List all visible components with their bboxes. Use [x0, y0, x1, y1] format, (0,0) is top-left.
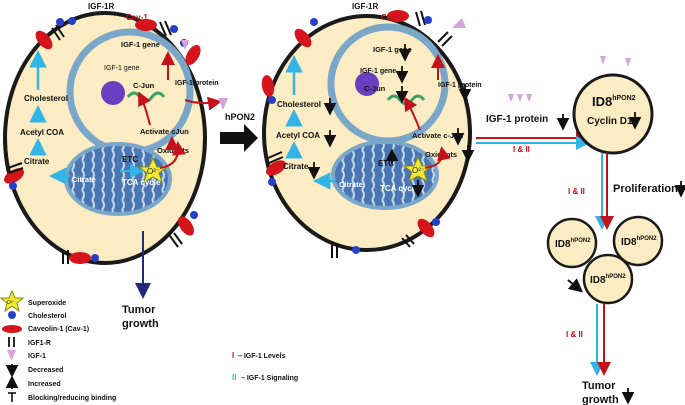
left-igf1r-label: IGF-1R: [88, 2, 114, 11]
small-cell-2: [612, 215, 664, 267]
small-id8-2: ID8hPON2: [621, 236, 657, 248]
receptor-cluster: [4, 17, 201, 264]
right-tumor-growth-1: Tumor: [582, 380, 616, 392]
igf1-ligand: [517, 94, 523, 102]
transition-label: hPON2: [225, 112, 255, 122]
middle-citrate-in: Citrate: [339, 180, 363, 189]
big-transition-arrow: [220, 124, 258, 152]
left-cell: O²⁻ IGF-1R Cav-1 IGF-1 gene IGF-1 gene C…: [3, 2, 228, 330]
middle-cholesterol: Cholesterol: [277, 100, 321, 109]
middle-igf1r-label: IGF-1R: [352, 2, 378, 11]
key-label-i: – IGF-1 Levels: [238, 353, 286, 360]
left-igf1-gene-inner: IGF-1 gene: [104, 65, 140, 72]
left-activate-cjun: Activate cJun: [140, 127, 189, 136]
key-mark-ii: II: [232, 373, 236, 382]
right-i-and-ii-top: I & II: [513, 145, 530, 154]
middle-cjun-label: C-Jun: [364, 84, 386, 93]
legend-superoxide-icon: [0, 289, 25, 313]
left-tca: TCA cycle: [122, 178, 161, 187]
receptor-cluster: [261, 10, 466, 258]
left-igf1-protein: IGF-1 protein: [175, 80, 219, 87]
proliferation: Proliferation: [613, 183, 678, 195]
left-cholesterol: Cholesterol: [24, 94, 68, 103]
left-tumor-growth-2: growth: [122, 318, 159, 330]
arrow: [424, 146, 451, 169]
mitochondrion: [331, 140, 439, 210]
key: I – IGF-1 Levels II – IGF-1 Signaling: [232, 351, 298, 382]
left-cjun-label: C-Jun: [133, 81, 155, 90]
right-i-and-ii-bottom: I & II: [566, 330, 583, 339]
middle-citrate-out: Citrate: [283, 162, 309, 171]
left-acetyl-coa: Acetyl COA: [20, 128, 64, 137]
left-igf1-gene-outer: IGF-1 gene: [121, 40, 160, 49]
arrow: [184, 96, 222, 111]
middle-etc: ETC: [378, 159, 394, 168]
left-o2: O²⁻: [147, 167, 160, 176]
small-id8-3: ID8hPON2: [590, 274, 626, 286]
right-tumor-growth-2: growth: [582, 394, 619, 405]
middle-o2: O²⁻: [412, 166, 425, 175]
id8-main: ID8hPON2: [592, 94, 636, 109]
nucleolus: [101, 81, 125, 105]
middle-tca: TCA cycle: [380, 184, 419, 193]
legend-superoxide: Superoxide: [28, 300, 66, 307]
middle-igf1-protein: IGF-1 protein: [438, 82, 482, 89]
left-oxidants: Oxidants: [157, 146, 189, 155]
middle-igf1-gene-outer: IGF-1 gene: [373, 45, 412, 54]
cyclin-d1: Cyclin D1: [587, 116, 633, 127]
decreased-arrow: [567, 278, 584, 293]
right-panel: ID8hPON2 Cyclin D1 I & II Proliferation …: [546, 56, 685, 405]
legend-igf1-icon: [7, 350, 16, 361]
igf1-ligand: [508, 94, 514, 102]
nucleolus: [355, 72, 379, 96]
signal-arrows: IGF-1 protein I & II: [476, 94, 590, 154]
arrow: [403, 96, 421, 131]
id8-main-cell: [572, 73, 654, 155]
middle-igf1-gene-inner: IGF-1 gene: [360, 68, 396, 75]
decreased-arrows: [307, 44, 475, 198]
middle-cav1-label: Cav-1: [381, 13, 403, 22]
right-i-and-ii-mid: I & II: [568, 187, 585, 196]
legend-increased: Increased: [28, 381, 61, 388]
legend-superoxide-symbol: O²⁻: [7, 300, 16, 306]
igf1-ligand: [625, 58, 631, 67]
igf1-ligand: [600, 56, 606, 65]
middle-activate-cjun: Activate c-Jun: [412, 131, 464, 140]
legend-igf1: IGF-1: [28, 353, 46, 360]
left-citrate-out: Citrate: [24, 157, 50, 166]
right-igf1-protein: IGF-1 protein: [486, 114, 548, 125]
legend-cholesterol: Cholesterol: [28, 313, 67, 320]
igf1-ligand: [526, 94, 532, 102]
arrow: [159, 141, 186, 169]
key-label-ii: – IGF-1 Signaling: [241, 375, 298, 382]
left-citrate-in: Citrate: [72, 175, 96, 184]
legend: O²⁻ Superoxide Cholesterol Caveolin-1 (C…: [0, 289, 116, 402]
legend-decreased: Decreased: [28, 367, 63, 374]
left-etc: ETC: [122, 155, 138, 164]
middle-acetyl-coa: Acetyl COA: [276, 131, 320, 140]
small-id8-1: ID8hPON2: [555, 238, 591, 250]
left-tumor-growth-1: Tumor: [122, 304, 156, 316]
legend-cholesterol-icon: [8, 311, 16, 319]
superoxide-star: [402, 155, 434, 183]
small-cell-1: [546, 217, 598, 269]
legend-caveolin-icon: [2, 325, 22, 333]
transition: hPON2: [220, 112, 258, 152]
small-cell-3: [582, 253, 634, 305]
arrow: [138, 91, 151, 126]
legend-caveolin: Caveolin-1 (Cav-1): [28, 326, 89, 333]
igf1-ligand: [218, 98, 228, 110]
middle-cell: O²⁻ IGF-1R Cav-1 IGF-1 gene IGF-1 gene C…: [261, 2, 482, 258]
legend-igf1r: IGF1-R: [28, 340, 51, 347]
key-mark-i: I: [232, 351, 234, 360]
legend-blocking: Blocking/reducing binding: [28, 395, 116, 402]
left-cav1-label: Cav-1: [126, 13, 148, 22]
